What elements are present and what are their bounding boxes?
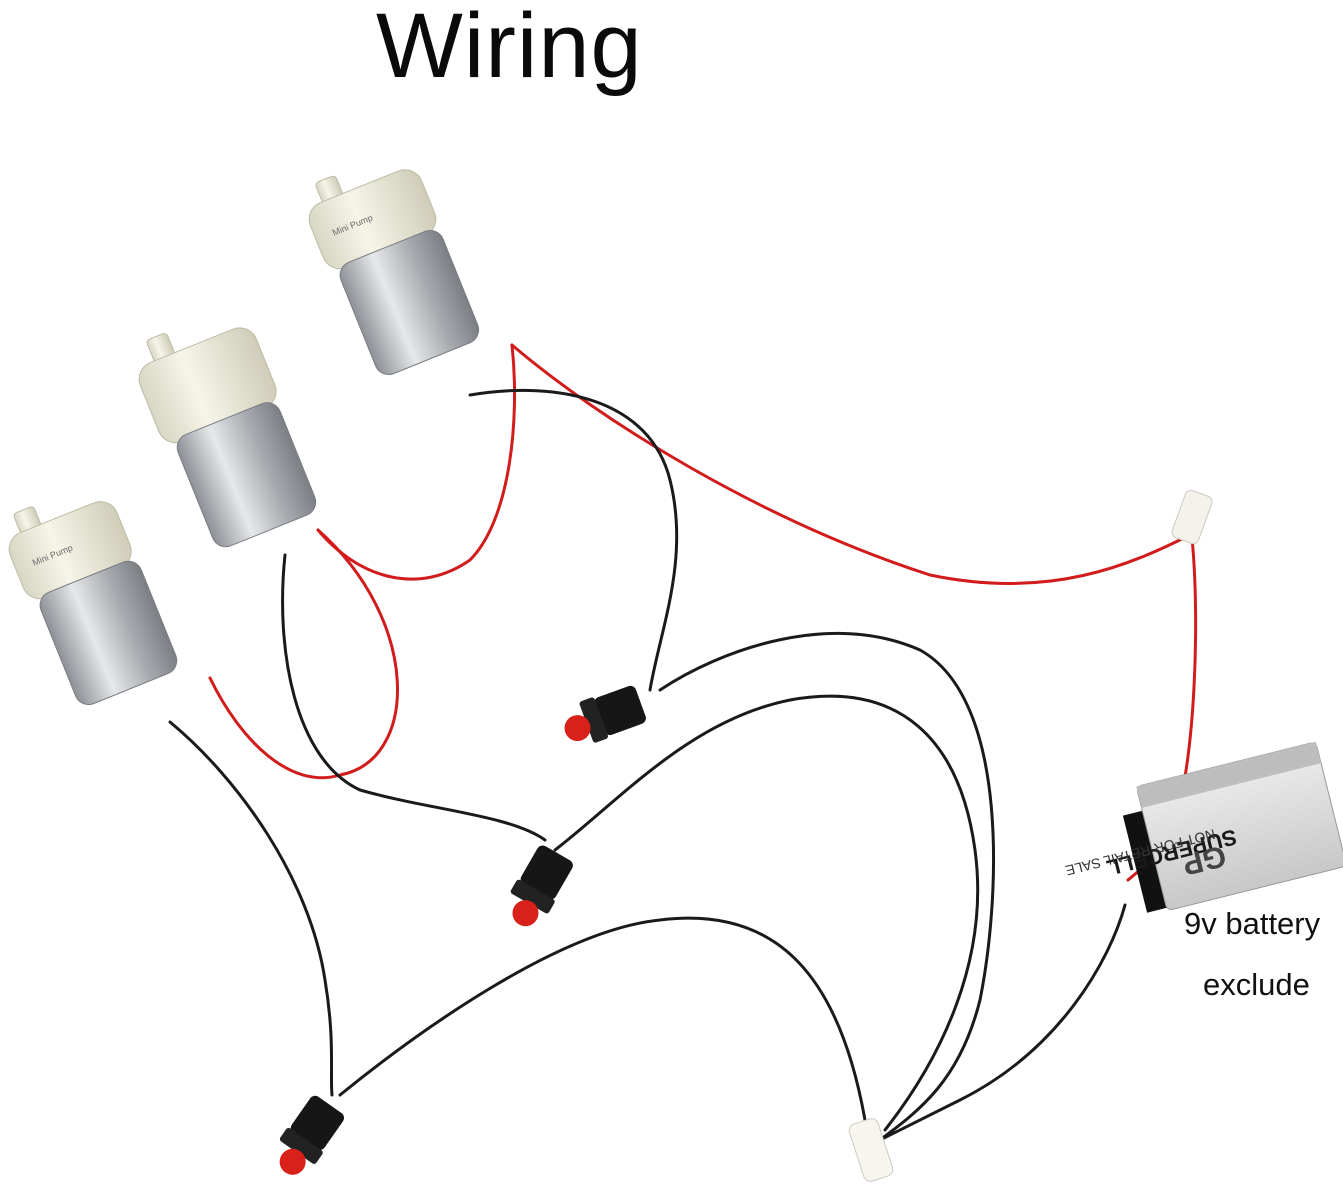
switch-1 [564,685,646,743]
battery-note-line2: exclude [1203,967,1310,1002]
pump-3: Mini Pump [308,169,480,376]
black-wire-pump2-switch [281,553,547,842]
red-wires [208,343,1198,882]
connector-top [1171,489,1213,545]
black-wires [168,388,1127,1142]
switch-3 [279,1095,345,1175]
page-title: Wiring [376,0,643,97]
black-wire-switch2-return [553,694,980,1132]
pump-2 [138,327,317,548]
switch-2 [510,845,573,927]
red-wire-pump1 [208,528,399,780]
black-wire-pump3-switch [468,388,679,692]
red-wire-pump3 [510,343,1192,586]
black-wire-switch3-return [338,916,867,1122]
pump-1: Mini Pump [8,501,178,706]
red-wire-pump2 [316,343,517,581]
battery: SUPERCELL NOT FOR RETAIL SALE GP [1064,741,1343,913]
black-wire-pump1-switch [168,720,334,1097]
black-wire-battery [878,903,1127,1142]
battery-note-line1: 9v battery [1184,906,1321,941]
black-wire-switch1-return [658,631,996,1142]
connector-bottom [848,1118,894,1182]
